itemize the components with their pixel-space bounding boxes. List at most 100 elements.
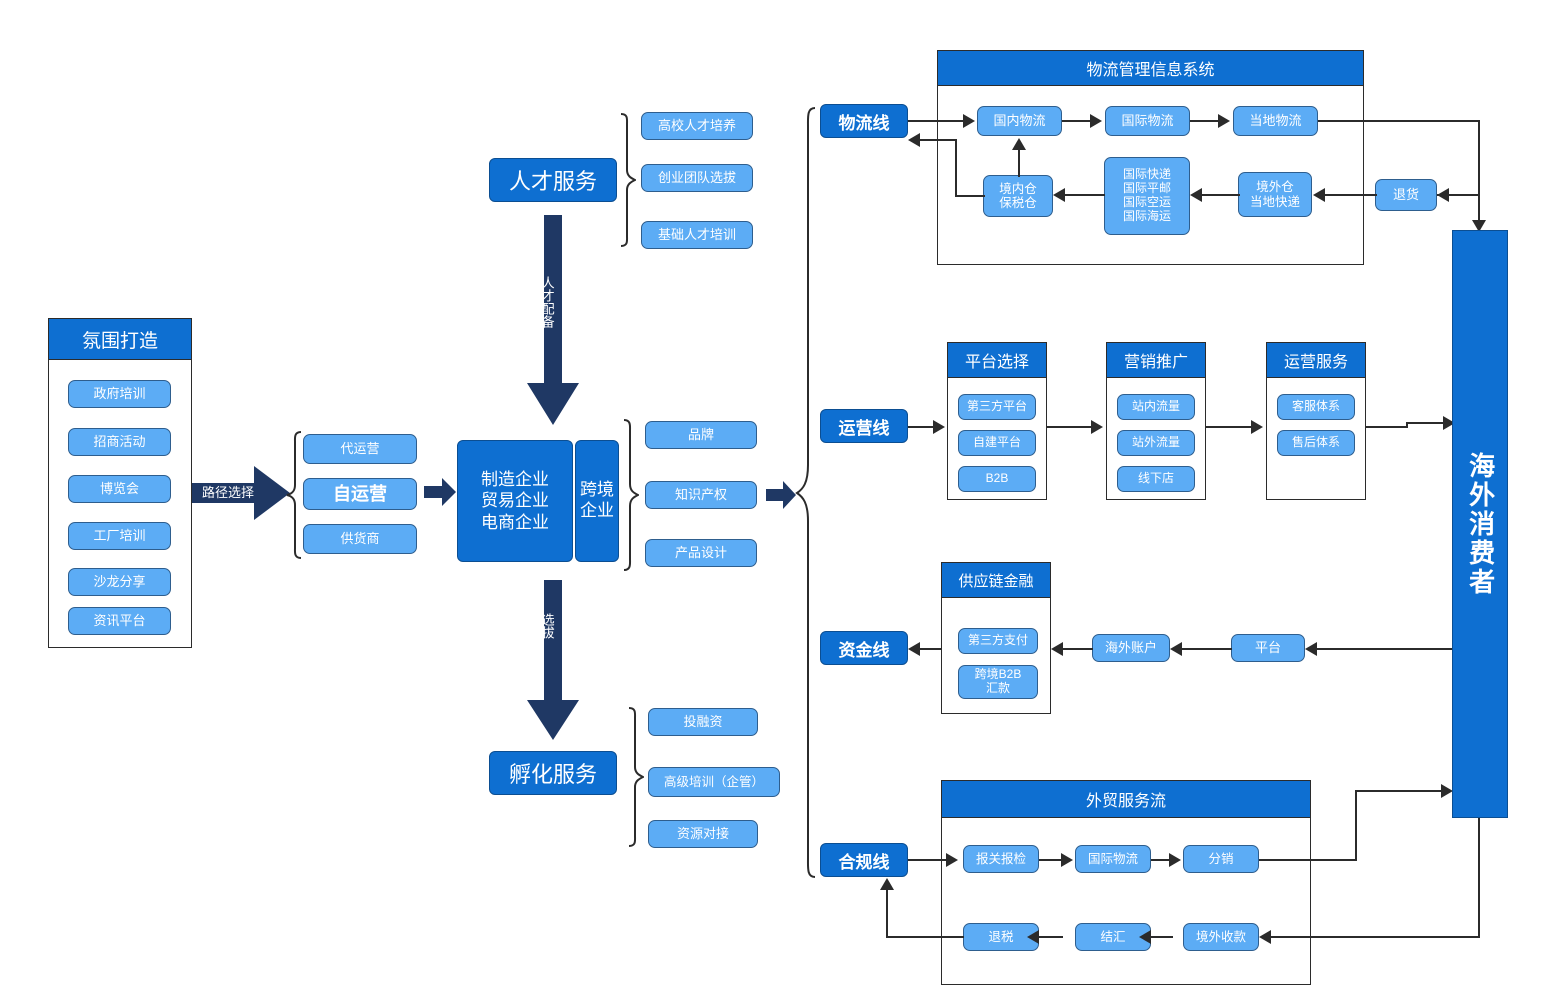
talent-item-1[interactable]: 创业团队选拔 bbox=[641, 164, 753, 192]
arrow-distribution-to-consumer bbox=[1441, 784, 1453, 798]
conn-funds-panel-line bbox=[920, 648, 942, 650]
logistics-node-domestic[interactable]: 国内物流 bbox=[977, 106, 1062, 136]
conn-ops-1-2 bbox=[1206, 426, 1252, 428]
arrow-consumer-return bbox=[1437, 188, 1449, 202]
arrow-domesticwh-up bbox=[1012, 138, 1026, 150]
arrow-ops-1-2 bbox=[1251, 420, 1263, 434]
atmosphere-item-1[interactable]: 招商活动 bbox=[68, 428, 171, 456]
logistics-node-local[interactable]: 当地物流 bbox=[1233, 106, 1318, 136]
arrow-funds-account-panel bbox=[1051, 642, 1063, 656]
arrow-international-local bbox=[1218, 114, 1230, 128]
conn-return-overseas bbox=[1325, 194, 1377, 196]
conn-compliance-in bbox=[908, 859, 948, 861]
conn-domesticwh-up bbox=[1018, 150, 1020, 177]
incubation-service-box[interactable]: 孵化服务 bbox=[489, 751, 617, 795]
cross-border-enterprise-box[interactable]: 跨境 企业 bbox=[575, 440, 619, 562]
funds-panel-header: 供应链金融 bbox=[941, 562, 1051, 598]
conn-domesticwh-left bbox=[955, 195, 985, 197]
arrow-ops-0-1 bbox=[1091, 420, 1103, 434]
assets-brace bbox=[623, 418, 641, 572]
overseas-consumer-label: 海外消费者 bbox=[1465, 451, 1496, 597]
incubation-item-1[interactable]: 高级培训（企管） bbox=[648, 767, 780, 797]
conn-funds-account-panel bbox=[1063, 648, 1093, 650]
arrow-funds-consumer-platform bbox=[1305, 642, 1317, 656]
atmosphere-item-4[interactable]: 沙龙分享 bbox=[68, 568, 171, 596]
operations-panel-0-item-2[interactable]: B2B bbox=[958, 466, 1036, 492]
funds-panel-item-0[interactable]: 第三方支付 bbox=[958, 628, 1038, 654]
operations-panel-2-item-0[interactable]: 客服体系 bbox=[1277, 394, 1355, 420]
operations-panel-2-header: 运营服务 bbox=[1266, 342, 1366, 378]
logistics-node-return[interactable]: 退货 bbox=[1375, 179, 1437, 211]
compliance-top-1[interactable]: 国际物流 bbox=[1075, 845, 1151, 873]
incubation-item-0[interactable]: 投融资 bbox=[648, 708, 758, 736]
operations-panel-1-item-0[interactable]: 站内流量 bbox=[1117, 394, 1195, 420]
conn-distribution-right bbox=[1259, 859, 1357, 861]
arrow-return-overseas bbox=[1313, 188, 1325, 202]
overseas-consumer-box[interactable]: 海外消费者 bbox=[1452, 230, 1508, 818]
path-choice-arrow bbox=[192, 462, 290, 524]
talent-allocation-arrow bbox=[523, 215, 583, 425]
operations-panel-1-item-2[interactable]: 线下店 bbox=[1117, 466, 1195, 492]
logistics-node-international[interactable]: 国际物流 bbox=[1105, 106, 1190, 136]
operations-panel-0-item-0[interactable]: 第三方平台 bbox=[958, 394, 1036, 420]
conn-refund-left bbox=[886, 936, 964, 938]
conn-logistics-in bbox=[908, 120, 966, 122]
atmosphere-item-0[interactable]: 政府培训 bbox=[68, 380, 171, 408]
conn-return-to-line bbox=[920, 139, 957, 141]
funds-panel-item-1[interactable]: 跨境B2B 汇款 bbox=[958, 665, 1038, 699]
selection-arrow bbox=[523, 580, 583, 740]
talent-item-0[interactable]: 高校人才培养 bbox=[641, 112, 753, 140]
operations-panel-1-item-1[interactable]: 站外流量 bbox=[1117, 430, 1195, 456]
conn-shipping-domesticwh bbox=[1065, 194, 1105, 196]
compliance-top-2[interactable]: 分销 bbox=[1183, 845, 1259, 873]
arrow-compliance-top-0-1 bbox=[1061, 853, 1073, 867]
asset-item-0[interactable]: 品牌 bbox=[645, 421, 757, 449]
asset-item-2[interactable]: 产品设计 bbox=[645, 539, 757, 567]
operations-panel-0-item-1[interactable]: 自建平台 bbox=[958, 430, 1036, 456]
conn-receipts-settlement bbox=[1151, 936, 1173, 938]
arrow-consumer-to-receipts bbox=[1259, 930, 1271, 944]
compliance-bottom-1[interactable]: 结汇 bbox=[1075, 923, 1151, 951]
arrow-overseas-shipping bbox=[1190, 188, 1202, 202]
operations-panel-0-header: 平台选择 bbox=[947, 342, 1047, 378]
line-label-funds[interactable]: 资金线 bbox=[820, 631, 908, 665]
line-label-logistics[interactable]: 物流线 bbox=[820, 104, 908, 138]
conn-local-right bbox=[1318, 120, 1480, 122]
line-label-operations[interactable]: 运营线 bbox=[820, 409, 908, 443]
talent-item-2[interactable]: 基础人才培训 bbox=[641, 221, 753, 249]
compliance-top-0[interactable]: 报关报检 bbox=[963, 845, 1039, 873]
incubation-item-2[interactable]: 资源对接 bbox=[648, 820, 758, 848]
core-enterprise-box[interactable]: 制造企业 贸易企业 电商企业 bbox=[457, 440, 573, 562]
atmosphere-item-3[interactable]: 工厂培训 bbox=[68, 522, 171, 550]
funds-node-overseas-account[interactable]: 海外账户 bbox=[1092, 634, 1170, 662]
arrow-domestic-international bbox=[1090, 114, 1102, 128]
operations-panel-2-item-1[interactable]: 售后体系 bbox=[1277, 430, 1355, 456]
operating-mode-1[interactable]: 自运营 bbox=[303, 478, 417, 510]
compliance-panel-header: 外贸服务流 bbox=[941, 780, 1311, 818]
atmosphere-item-5[interactable]: 资讯平台 bbox=[68, 607, 171, 635]
arrow-settlement-refund bbox=[1027, 930, 1039, 944]
asset-item-1[interactable]: 知识产权 bbox=[645, 481, 757, 509]
logistics-node-shipping-modes[interactable]: 国际快递 国际平邮 国际空运 国际海运 bbox=[1104, 157, 1190, 235]
selection-label: 选拔 bbox=[539, 613, 555, 639]
conn-distribution-up bbox=[1355, 790, 1357, 861]
atmosphere-item-2[interactable]: 博览会 bbox=[68, 475, 171, 503]
conn-consumer-down-compliance bbox=[1478, 818, 1480, 937]
compliance-bottom-0[interactable]: 退税 bbox=[963, 923, 1039, 951]
talent-service-box[interactable]: 人才服务 bbox=[489, 158, 617, 202]
operating-modes-brace bbox=[286, 430, 302, 560]
logistics-node-domestic-warehouse[interactable]: 境内仓 保税仓 bbox=[983, 175, 1053, 217]
logistics-node-overseas-warehouse[interactable]: 境外仓 当地快递 bbox=[1238, 172, 1312, 217]
arrow-logistics-in bbox=[963, 114, 975, 128]
operating-mode-0[interactable]: 代运营 bbox=[303, 434, 417, 464]
line-label-compliance[interactable]: 合规线 bbox=[820, 843, 908, 877]
conn-funds-consumer-platform bbox=[1317, 648, 1457, 650]
compliance-bottom-2[interactable]: 境外收款 bbox=[1183, 923, 1259, 951]
conn-ops-out-up bbox=[1406, 422, 1408, 428]
funds-node-platform[interactable]: 平台 bbox=[1231, 634, 1305, 662]
conn-local-down bbox=[1478, 120, 1480, 225]
mode-to-core-arrow bbox=[424, 476, 456, 508]
operating-mode-2[interactable]: 供货商 bbox=[303, 524, 417, 554]
incubation-brace bbox=[628, 706, 646, 848]
arrow-compliance-top-1-2 bbox=[1169, 853, 1181, 867]
